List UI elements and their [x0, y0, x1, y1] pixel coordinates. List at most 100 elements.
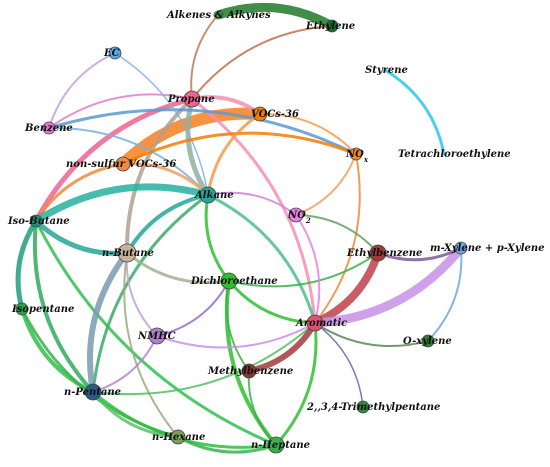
- edge-n_pentane-aromatic: [92, 322, 316, 396]
- edge-mp_xylene-o_xylene: [427, 247, 463, 342]
- node-label-ethylbenzene: Ethylbenzene: [346, 248, 422, 259]
- node-ethylbenzene[interactable]: [369, 244, 387, 262]
- node-benzene[interactable]: [42, 121, 56, 135]
- node-label-iso_butane: Iso-Butane: [7, 216, 70, 227]
- node-dichloroethane[interactable]: [220, 272, 238, 290]
- edge-nmhc-n_pentane: [92, 335, 158, 393]
- edge-ec-benzene: [48, 52, 116, 129]
- edge-aromatic-methylbenzene: [246, 320, 318, 374]
- edge-ec-alkane: [114, 52, 209, 196]
- edge-alkane-dichloroethane: [204, 193, 231, 283]
- node-label-alkenes_alkynes: Alkenes & Alkynes: [166, 10, 271, 21]
- edge-aromatic-nmhc: [156, 322, 316, 349]
- edge-dichloroethane-aromatic: [227, 279, 317, 325]
- edge-dichloroethane-ethylbenzene: [228, 252, 379, 288]
- node-label-n_heptane: n-Heptane: [251, 440, 310, 451]
- node-label-propane: Propane: [167, 94, 215, 105]
- node-layer: [15, 19, 468, 454]
- node-label-no2: NO2: [287, 210, 311, 225]
- node-label-aromatic: Aromatic: [295, 318, 347, 329]
- edge-styrene-tetrachloroethylene: [383, 68, 446, 156]
- node-label-tetrachloroethylene: Tetrachloroethylene: [398, 149, 511, 160]
- node-ec[interactable]: [108, 46, 122, 60]
- edge-no2-ethylbenzene: [295, 214, 379, 254]
- edge-n_butane-n_pentane: [86, 250, 130, 395]
- node-trimethylpentane[interactable]: [356, 400, 370, 414]
- node-label-methylbenzene: Methylbenzene: [207, 366, 293, 377]
- edge-aromatic-trimethylpentane: [314, 322, 364, 408]
- edge-iso_butane-n_heptane: [34, 219, 278, 447]
- node-methylbenzene[interactable]: [241, 363, 257, 379]
- edge-aromatic-o_xylene: [314, 322, 429, 348]
- edge-n_butane-nmhc: [125, 252, 158, 337]
- node-aromatic[interactable]: [306, 314, 324, 332]
- node-n_heptane[interactable]: [267, 436, 285, 454]
- edge-layer: [15, 2, 466, 454]
- edge-dichloroethane-methylbenzene: [225, 280, 250, 372]
- edge-alkenes_alkynes-ethylene: [213, 2, 337, 31]
- edge-iso_butane-n_butane: [33, 218, 130, 256]
- node-o_xylene[interactable]: [421, 334, 435, 348]
- edge-alkane-n_butane: [125, 193, 210, 255]
- edge-alkenes_alkynes-propane: [190, 14, 219, 100]
- node-label-isopentane: Isopentane: [11, 304, 74, 315]
- node-label-ec: EC: [103, 48, 120, 59]
- node-label-nmhc: NMHC: [137, 331, 176, 342]
- edge-benzene-propane: [48, 93, 193, 129]
- node-nonsulfur_vocs36[interactable]: [115, 156, 131, 172]
- node-label-n_butane: n-Butane: [102, 248, 154, 259]
- node-label-n_pentane: n-Pentane: [64, 387, 121, 398]
- node-mp_xylene[interactable]: [454, 241, 468, 255]
- node-alkane[interactable]: [199, 186, 217, 204]
- node-no2[interactable]: [288, 207, 304, 223]
- node-label-no: NOx: [345, 149, 369, 164]
- node-n_butane[interactable]: [117, 243, 137, 263]
- node-nmhc[interactable]: [148, 327, 166, 345]
- node-isopentane[interactable]: [15, 302, 29, 316]
- node-label-subscript-no: x: [363, 155, 369, 164]
- edge-dichloroethane-nmhc: [156, 280, 230, 337]
- edge-no-aromatic: [314, 153, 361, 324]
- node-label-trimethylpentane: 2,,3,4-Trimethylpentane: [306, 402, 440, 413]
- edge-propane-aromatic: [190, 97, 317, 325]
- node-label-ethylene: Ethylene: [305, 21, 355, 32]
- edge-n_pentane-n_hexane: [91, 390, 180, 439]
- edge-ethylene-propane: [191, 25, 333, 100]
- node-label-o_xylene: O-xylene: [403, 336, 452, 347]
- edge-nonsulfur_vocs36-iso_butane: [34, 162, 125, 223]
- node-n_pentane[interactable]: [84, 383, 102, 401]
- node-vocs36[interactable]: [252, 106, 268, 122]
- edge-vocs36-alkane: [206, 112, 262, 197]
- edge-methylbenzene-n_heptane: [247, 370, 277, 446]
- node-n_hexane[interactable]: [170, 429, 186, 445]
- edge-aromatic-mp_xylene: [310, 243, 466, 328]
- node-label-subscript-no2: 2: [305, 216, 311, 225]
- edge-alkane-iso_butane: [32, 183, 212, 225]
- edge-propane-iso_butane: [33, 96, 195, 224]
- edge-n_heptane-aromatic: [274, 321, 318, 447]
- node-no[interactable]: [349, 147, 363, 161]
- node-iso_butane[interactable]: [29, 214, 43, 228]
- node-label-styrene: Styrene: [365, 65, 408, 76]
- node-label-mp_xylene: m-Xylene + p-Xylene: [430, 243, 545, 254]
- edge-n_butane-dichloroethane: [125, 251, 231, 285]
- node-label-vocs36: VOCs-36: [251, 109, 299, 120]
- edge-nonsulfur_vocs36-alkane: [121, 162, 210, 197]
- edge-iso_butane-isopentane: [15, 218, 39, 312]
- edge-no2-aromatic: [295, 214, 321, 324]
- edge-alkane-aromatic: [206, 193, 317, 325]
- edge-vocs36-no: [259, 112, 357, 155]
- edge-iso_butane-n_pentane: [32, 219, 95, 394]
- edge-benzene-alkane: [48, 126, 209, 196]
- node-propane[interactable]: [183, 90, 201, 108]
- node-ethylene[interactable]: [325, 19, 339, 33]
- node-label-benzene: Benzene: [24, 123, 73, 134]
- node-label-n_hexane: n-Hexane: [152, 432, 205, 443]
- edge-ethylbenzene-mp_xylene: [376, 246, 463, 262]
- edge-n_butane-n_hexane: [123, 252, 179, 438]
- node-label-alkane: Alkane: [194, 190, 234, 201]
- node-label-nonsulfur_vocs36: non-sulfur VOCs-36: [66, 159, 176, 170]
- edge-n_hexane-n_heptane: [176, 435, 278, 454]
